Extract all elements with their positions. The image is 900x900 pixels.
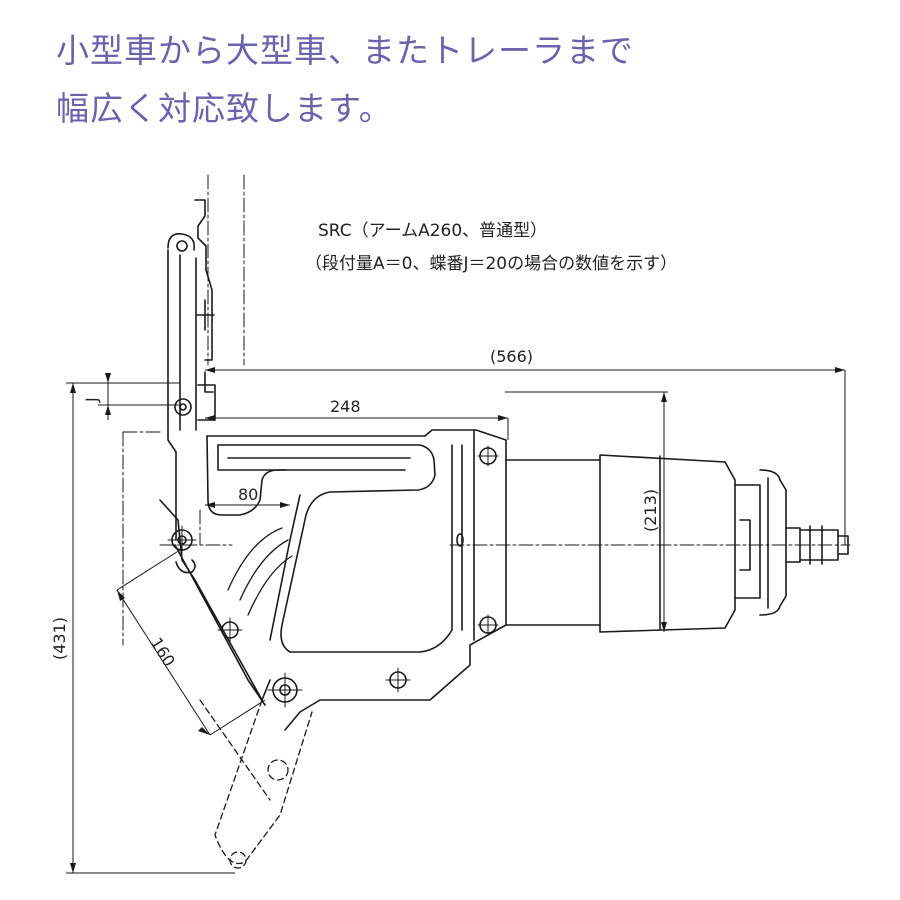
arrowheads (70, 367, 845, 873)
dim-total-height: (431) (50, 617, 69, 660)
dim-hinge-j: J (82, 397, 101, 403)
dim-arm-length: 248 (330, 397, 361, 416)
drawing-caption-2: （段付量A＝0、蝶番J＝20の場合の数値を示す） (305, 254, 677, 274)
dimension-lines (66, 369, 846, 874)
open-position (199, 699, 313, 869)
damper-cylinder (505, 454, 849, 633)
hinge-top (174, 371, 216, 421)
dim-offset: 80 (238, 485, 258, 504)
door-bracket (167, 199, 215, 541)
dim-link: 160 (147, 634, 179, 670)
headline-line-2: 幅広く対応致します。 (56, 89, 393, 128)
link-arms (159, 499, 303, 708)
main-arm (206, 429, 507, 731)
drawing-caption-1: SRC（アームA260、普通型） (318, 221, 547, 241)
dim-overall-length: (566) (490, 347, 533, 366)
mechanism (122, 174, 851, 869)
reference-lines (122, 174, 851, 646)
dim-body-height: (213) (641, 489, 660, 532)
headline-line-1: 小型車から大型車、またトレーラまで (56, 31, 634, 70)
